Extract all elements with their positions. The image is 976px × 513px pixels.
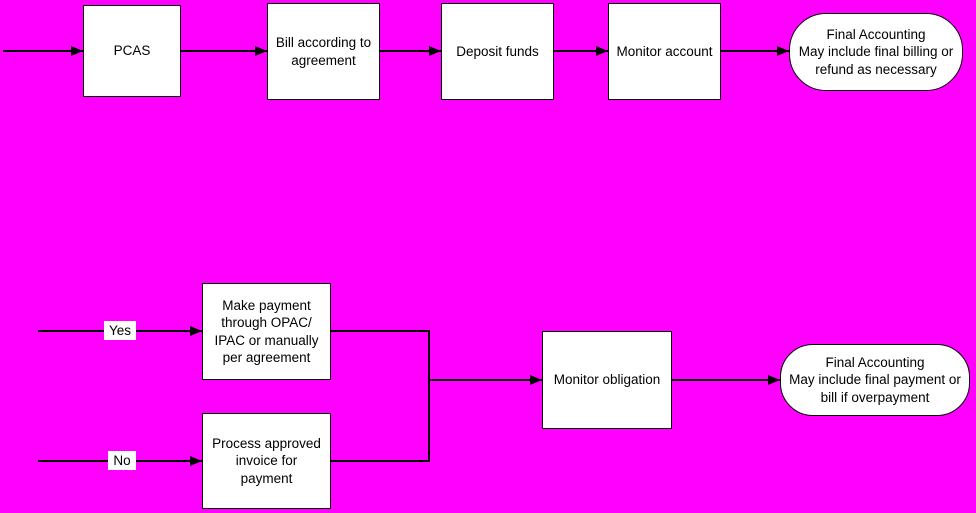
connector-junction-vertical — [428, 330, 430, 462]
bill-according-node: Bill according to agreement — [267, 3, 380, 100]
connector-monitorobligation-final — [671, 379, 780, 381]
arrowhead-monitor-obligation-icon — [530, 375, 542, 385]
connector-entry-top — [3, 50, 83, 52]
connector-bill-deposit — [380, 50, 441, 52]
connector-deposit-monitor — [554, 50, 608, 52]
arrowhead-pcas-bill-icon — [255, 46, 267, 56]
arrowhead-deposit-monitor-icon — [596, 46, 608, 56]
arrowhead-no-icon — [190, 456, 202, 466]
arrowhead-bill-deposit-icon — [429, 46, 441, 56]
connector-makepayment-junction — [331, 330, 430, 332]
monitor-obligation-node: Monitor obligation — [542, 331, 672, 429]
make-payment-node: Make payment through OPAC/ IPAC or manua… — [202, 283, 331, 380]
monitor-account-node: Monitor account — [608, 3, 721, 100]
deposit-funds-node: Deposit funds — [441, 3, 554, 100]
no-branch-label: No — [108, 451, 136, 470]
pcas-node: PCAS — [83, 5, 181, 97]
arrowhead-final-bottom-icon — [768, 375, 780, 385]
arrowhead-monitor-final-icon — [777, 46, 789, 56]
connector-pcas-bill — [181, 50, 267, 52]
final-accounting-bottom-terminator: Final Accounting May include final payme… — [780, 344, 970, 416]
connector-monitor-final — [721, 50, 789, 52]
process-invoice-node: Process approved invoice for payment — [202, 413, 331, 509]
arrowhead-yes-icon — [190, 326, 202, 336]
final-accounting-top-terminator: Final Accounting May include final billi… — [789, 13, 963, 91]
connector-junction-monitorobligation — [428, 379, 542, 381]
arrowhead-entry-top-icon — [71, 46, 83, 56]
connector-process-junction — [331, 460, 430, 462]
yes-branch-label: Yes — [104, 321, 136, 340]
